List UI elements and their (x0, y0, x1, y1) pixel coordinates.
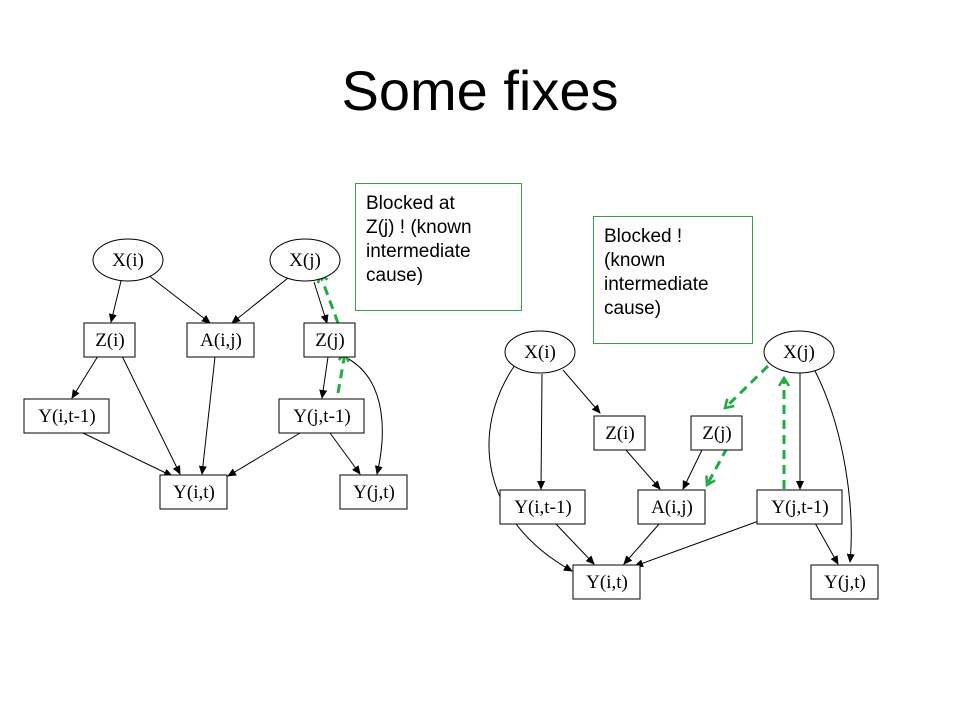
edge-yjt1-yjt (814, 522, 839, 565)
node-zj-shape (690, 415, 743, 451)
edge-zi-aij (625, 449, 661, 490)
slide-title: Some fixes (341, 59, 619, 122)
node-yit-label: Y(i,t) (586, 572, 628, 593)
edge-xi-aij (147, 274, 211, 324)
callout-line: Blocked at (366, 193, 455, 214)
edge-xi-zi (109, 280, 122, 323)
edge-zj-aij (682, 449, 703, 490)
highlight-arrow-yjt1-zj (336, 353, 345, 394)
edge-aij-yit (198, 356, 216, 475)
callout-line: (known (604, 250, 666, 271)
callout-line: cause) (366, 265, 424, 286)
edge-xi-yit1 (537, 373, 546, 490)
callout-blocked: Blocked ! (known intermediate cause) (593, 216, 753, 344)
node-aij-label: A(i,j) (200, 330, 242, 351)
node-xi-shape (92, 238, 164, 282)
node-yjt-label: Y(j,t) (824, 572, 866, 593)
node-yjt1-label: Y(j,t-1) (293, 406, 351, 427)
edge-yit1-yit (554, 522, 595, 565)
edge-yit1-yit (82, 432, 173, 477)
node-xj-shape (269, 238, 341, 282)
node-xi-label: X(i) (524, 342, 556, 363)
edge-xj-yjt (814, 370, 855, 563)
node-xj-label: X(j) (783, 342, 815, 363)
callout-line: cause) (604, 298, 662, 319)
edge-zi-yit (121, 355, 181, 475)
edge-aij-yit (623, 522, 661, 565)
node-yit-shape (159, 474, 228, 510)
node-xi-shape (504, 330, 576, 374)
node-yjt-shape (339, 474, 408, 510)
node-yjt1-shape (756, 489, 843, 525)
edge-yjt1-yit (227, 432, 301, 477)
edge-xj-zj (313, 281, 329, 324)
highlight-arrow-zj-xj (320, 274, 340, 324)
node-yjt-label: Y(j,t) (353, 482, 395, 503)
node-yit-shape (572, 564, 641, 600)
node-zj-label: Z(j) (315, 330, 345, 351)
node-aij-label: A(i,j) (651, 497, 693, 518)
node-aij-shape (186, 322, 255, 358)
callout-line: intermediate (604, 274, 709, 295)
node-yit1-shape (23, 398, 110, 434)
edge-zj-yjt (344, 356, 383, 475)
callout-line: Blocked ! (604, 226, 683, 247)
node-yit-label: Y(i,t) (173, 482, 215, 503)
node-xj-label: X(j) (289, 250, 321, 271)
node-yjt1-shape (278, 398, 365, 434)
node-yit1-label: Y(i,t-1) (514, 497, 572, 518)
node-zj-shape (303, 322, 356, 358)
highlight-arrow-xj-zj (725, 364, 770, 408)
node-zi-shape (83, 322, 136, 358)
node-zi-label: Z(i) (605, 423, 635, 444)
node-zi-label: Z(i) (95, 330, 125, 351)
callout-line: Z(j) ! (known (366, 217, 472, 238)
highlight-arrow-zj-aij (707, 447, 729, 485)
edge-xj-aij (231, 273, 294, 324)
right-graph: X(i) X(j) Z(i) Z(j) Y(i,t-1) A(i,j) Y(j,… (488, 330, 879, 600)
node-yit1-label: Y(i,t-1) (38, 406, 96, 427)
node-zi-shape (593, 415, 646, 451)
edge-xi-yit (488, 364, 573, 572)
edge-yjt1-yjt (329, 432, 361, 475)
node-zj-label: Z(j) (702, 423, 732, 444)
node-xj-shape (763, 330, 835, 374)
left-graph: X(i) X(j) Z(i) A(i,j) Z(j) Y(i,t-1) Y(j,… (23, 238, 408, 510)
node-yjt1-label: Y(j,t-1) (771, 497, 829, 518)
edge-xi-zi (562, 369, 601, 414)
callout-blocked-at-zj: Blocked at Z(j) ! (known intermediate ca… (355, 183, 522, 311)
edge-yjt1-yit (634, 517, 768, 568)
edge-zi-yit1 (71, 355, 99, 399)
node-xi-label: X(i) (112, 250, 144, 271)
callout-line: intermediate (366, 241, 471, 262)
node-aij-shape (637, 489, 706, 525)
node-yjt-shape (810, 564, 879, 600)
node-yit1-shape (499, 489, 586, 525)
edge-zj-yjt1 (319, 356, 329, 399)
